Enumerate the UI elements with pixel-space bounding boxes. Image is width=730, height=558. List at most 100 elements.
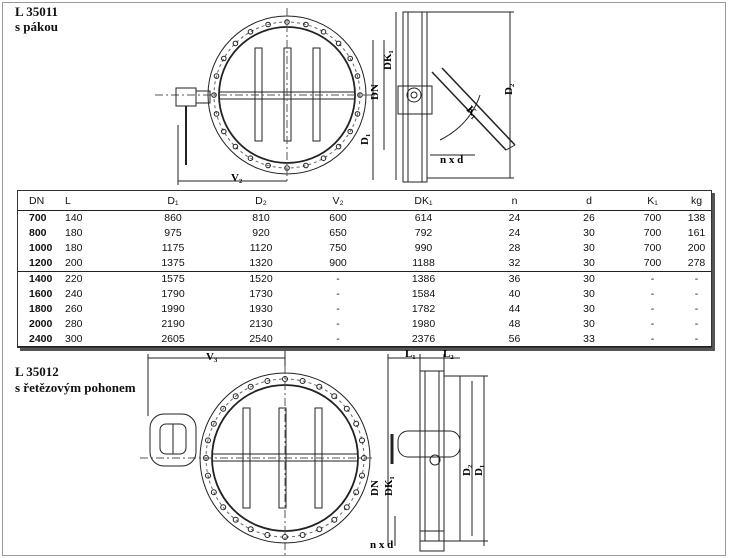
table-cell: 200 (61, 255, 127, 272)
table-cell: 650 (329, 227, 347, 240)
bolt-hole (211, 92, 217, 98)
table-cell: 1386 (411, 273, 436, 285)
col-d1: D₁ (127, 191, 219, 211)
table-cell: 700 (29, 212, 47, 225)
table-cell: 280 (65, 317, 83, 330)
table-cell: - (650, 317, 655, 330)
bottom-dim-d2: D₂ (461, 464, 473, 476)
bolt-hole (347, 55, 354, 62)
table-cell: 1120 (249, 242, 273, 255)
bolt-hole (221, 128, 227, 135)
table-cell: 33 (555, 331, 623, 348)
table-cell: 1400 (29, 273, 53, 285)
table-cell: 260 (65, 302, 83, 315)
bolt-hole (303, 162, 309, 169)
bolt-hole (343, 405, 350, 412)
table-cell: - (650, 302, 655, 315)
table-cell: 700 (643, 242, 662, 255)
table-cell: - (336, 287, 340, 300)
top-lever-hub (195, 90, 211, 104)
table-cell: 1200 (18, 255, 61, 272)
bolt-hole (232, 393, 239, 400)
table-cell: 600 (329, 212, 347, 225)
bolt-hole (221, 55, 227, 62)
table-cell: 1175 (161, 242, 185, 255)
table-cell: 30 (583, 287, 595, 300)
top-drawing: V₂ DN DK₁ D₁ D₂ K₁ n x d (155, 8, 516, 185)
table-cell: 2130 (249, 317, 273, 330)
table-cell: 1520 (249, 273, 273, 285)
table-cell: 1782 (411, 302, 436, 315)
bolt-hole (320, 155, 327, 161)
table-cell: 28 (508, 242, 521, 255)
table-cell: 44 (508, 302, 521, 315)
table-cell: 975 (164, 227, 182, 240)
table-cell: 30 (583, 242, 595, 255)
table-cell: 36 (508, 273, 521, 285)
bolt-hole (353, 420, 360, 427)
table-cell: 700 (643, 212, 662, 225)
table-cell: 1375 (127, 255, 219, 272)
table-cell: 792 (414, 227, 433, 240)
table-cell: 278 (682, 255, 711, 272)
col-dn: DN (18, 191, 61, 211)
table-cell: 180 (65, 227, 83, 240)
col-v2: V₂ (303, 191, 373, 211)
top-side-hub (406, 87, 422, 103)
bolt-hole (220, 504, 227, 511)
bottom-dim-dn: DN (369, 480, 381, 496)
bolt-hole (210, 420, 217, 427)
top-side-lever (431, 71, 507, 151)
table-cell: 860 (164, 212, 182, 225)
table-cell: 2000 (29, 317, 53, 330)
col-dk1: DK₁ (373, 191, 474, 211)
bolt-hole (320, 29, 327, 35)
top-dim-nxd: n x d (440, 154, 463, 166)
table-cell: 40 (508, 287, 521, 300)
bottom-dim-dk1: DK₁ (383, 476, 395, 496)
bolt-hole (353, 489, 360, 496)
table-cell: 700 (623, 255, 682, 272)
bolt-hole (264, 378, 271, 384)
table-cell: 161 (687, 227, 706, 240)
table-cell: - (650, 287, 655, 300)
bolt-hole (359, 437, 365, 444)
table-cell: 990 (414, 242, 433, 255)
col-d2: D₂ (219, 191, 303, 211)
table-cell: 1990 (161, 302, 185, 315)
bolt-hole (205, 437, 211, 444)
table-cell: 900 (303, 255, 373, 272)
bolt-hole (357, 92, 363, 98)
table-cell: - (694, 287, 699, 300)
top-bolt-holes (211, 19, 363, 171)
bottom-side-body (419, 370, 445, 542)
bolt-hole (282, 376, 288, 382)
top-dim-d2: D₂ (503, 83, 515, 95)
table-cell: 200 (687, 242, 706, 255)
table-cell: - (336, 302, 340, 315)
bolt-hole (354, 73, 361, 79)
bolt-hole (299, 532, 306, 538)
col-kg: kg (682, 191, 711, 211)
bolt-hole (335, 143, 342, 150)
table-cell: 1790 (161, 287, 185, 300)
bottom-dim-l2: L₂ (443, 348, 454, 360)
table-cell: 220 (65, 273, 83, 285)
top-variant-title: s pákou (15, 19, 58, 34)
table-cell: 2605 (127, 331, 219, 348)
bolt-hole (316, 383, 323, 390)
table-cell: 30 (583, 227, 595, 240)
bottom-dim-l1: L₁ (405, 348, 416, 360)
table-cell: - (694, 302, 699, 315)
bolt-hole (343, 504, 350, 511)
bolt-hole (232, 516, 239, 523)
table-cell: 30 (583, 273, 595, 285)
table-cell: 2540 (219, 331, 303, 348)
table-cell: 240 (65, 287, 83, 300)
bolt-hole (265, 162, 271, 169)
bolt-hole (247, 155, 254, 161)
